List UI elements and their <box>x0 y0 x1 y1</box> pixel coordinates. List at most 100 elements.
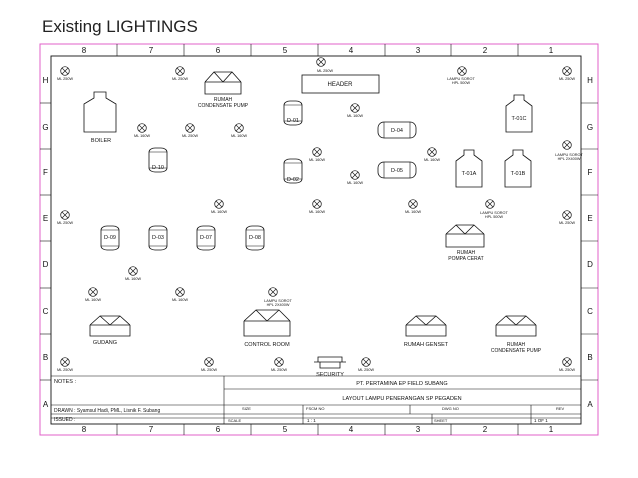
lamp: ML 250W <box>201 357 217 372</box>
row-label: F <box>43 168 48 177</box>
row-label: F <box>588 168 593 177</box>
tower: T-01B <box>504 149 532 188</box>
lamp: ML 250W <box>559 357 575 372</box>
column-label: 6 <box>216 46 221 55</box>
lamp: ML 250W <box>57 210 73 225</box>
tower-label: T-01C <box>512 116 527 122</box>
security: SECURITY <box>314 356 346 378</box>
lamp-icon <box>562 140 572 150</box>
tank: D-05 <box>377 161 417 179</box>
towers: T-01C T-01A T-01B <box>455 94 533 188</box>
lamp-icon <box>562 210 572 220</box>
header-label: HEADER <box>327 82 353 88</box>
lamp-label: ML 160W <box>211 210 228 214</box>
tank-label: D-04 <box>391 128 403 134</box>
row-label: E <box>43 214 48 223</box>
lamp-icon <box>274 357 284 367</box>
lamp-icon <box>562 357 572 367</box>
row-label: B <box>43 353 48 362</box>
lamp-icon <box>137 123 147 133</box>
lamp-label: ML 160W <box>309 158 326 162</box>
lamp: ML 160W <box>134 123 151 138</box>
tank-label: D-05 <box>391 168 403 174</box>
lamp: ML 250W <box>316 57 334 73</box>
gudang-label: GUDANG <box>93 340 117 346</box>
column-label: 2 <box>483 46 488 55</box>
size-label: SIZE <box>242 406 251 411</box>
lamp: ML 250W <box>57 66 74 81</box>
lamp-label: ML 250W <box>182 134 199 138</box>
tower: T-01A <box>455 149 483 188</box>
lamp-label: ML 250W <box>57 77 74 81</box>
page-title: Existing LIGHTINGS <box>42 17 198 36</box>
lamp-label: ML 160W <box>231 134 248 138</box>
lamp: ML 160W <box>85 287 101 302</box>
title-block-text: NOTES : PT. PERTAMINA EP FIELD SUBANG LA… <box>54 379 565 423</box>
lamp: ML 160W <box>347 103 364 118</box>
lamp: ML 160W <box>231 123 248 138</box>
tank: D-01 <box>283 100 303 126</box>
lamp-icon <box>457 66 467 76</box>
row-label: D <box>43 260 49 269</box>
lamp-label: ML 160W <box>134 134 151 138</box>
tower: T-01C <box>505 94 533 133</box>
lamp: ML 160W <box>125 266 141 281</box>
rumah-genset-label: RUMAH GENSET <box>404 342 449 348</box>
lamp-label: ML 250W <box>317 69 334 73</box>
security-label: SECURITY <box>316 372 344 378</box>
lamp: ML 160W <box>405 199 421 214</box>
gudang: GUDANG <box>89 315 131 346</box>
row-label: A <box>43 400 49 409</box>
lamp-label: ML 250W <box>559 221 576 225</box>
lamp-label: ML 160W <box>424 158 441 162</box>
tank-label: D-10 <box>152 165 164 171</box>
lamp: ML 160W <box>309 199 325 214</box>
column-label: 1 <box>549 425 554 434</box>
lamp-label: ML 250W <box>358 368 375 372</box>
title-block <box>51 375 581 424</box>
column-label: 6 <box>216 425 221 434</box>
tank: D-04 <box>377 121 417 139</box>
lamp-icon <box>88 287 98 297</box>
lamp-icon <box>361 357 371 367</box>
lamp: ML 250W <box>57 357 73 372</box>
lamp-icon <box>214 199 224 209</box>
control-room: CONTROL ROOM <box>243 309 291 348</box>
tank: D-02 <box>283 158 303 184</box>
boiler: BOILER <box>83 91 117 144</box>
company-name: PT. PERTAMINA EP FIELD SUBANG <box>356 381 447 387</box>
row-label: G <box>42 123 48 132</box>
column-label: 8 <box>82 425 87 434</box>
rumah-genset: RUMAH GENSET <box>404 315 449 348</box>
column-label: 3 <box>416 46 421 55</box>
tank: D-08 <box>245 225 265 251</box>
column-label: 4 <box>349 425 354 434</box>
sheet-label: SHEET <box>434 418 448 423</box>
lamp-label: ML 160W <box>347 114 364 118</box>
lamp-icon <box>350 170 360 180</box>
lamp: ML 250W <box>182 123 199 138</box>
lamp-icon <box>316 57 326 67</box>
row-label: C <box>43 307 49 316</box>
row-label: B <box>587 353 592 362</box>
lamp-icon <box>175 287 185 297</box>
lamp: ML 250W <box>271 357 288 372</box>
lamp-icon <box>60 66 70 76</box>
lamp: ML 250W <box>358 357 375 372</box>
row-label: E <box>587 214 592 223</box>
lamp-label: ML 250W <box>271 368 288 372</box>
lamp-icon <box>312 147 322 157</box>
